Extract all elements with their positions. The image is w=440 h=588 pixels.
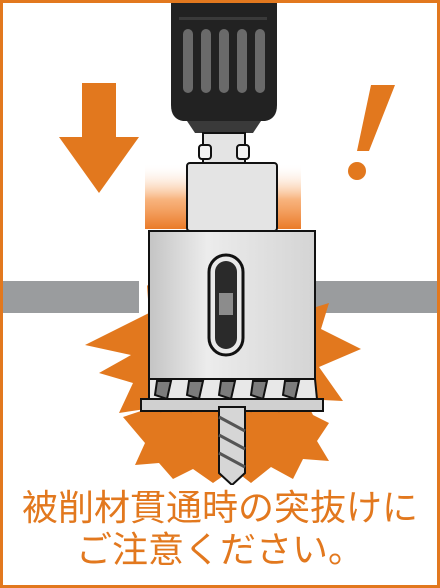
exclamation-icon	[348, 85, 395, 180]
pilot-drill	[218, 406, 246, 485]
warning-text-line-2: ご注意ください。	[75, 530, 364, 571]
arbor-shank	[198, 132, 250, 164]
warning-text-line-1: 被削材貫通時の突抜けに	[21, 488, 418, 529]
hole-saw-breakthrough-illustration	[3, 3, 437, 485]
drill-chuck	[171, 3, 277, 133]
workpiece-left	[3, 281, 139, 313]
down-arrow-icon	[59, 83, 139, 193]
workpiece-right	[315, 281, 437, 313]
hole-saw-cup	[148, 230, 316, 380]
arbor-collar	[186, 162, 278, 232]
